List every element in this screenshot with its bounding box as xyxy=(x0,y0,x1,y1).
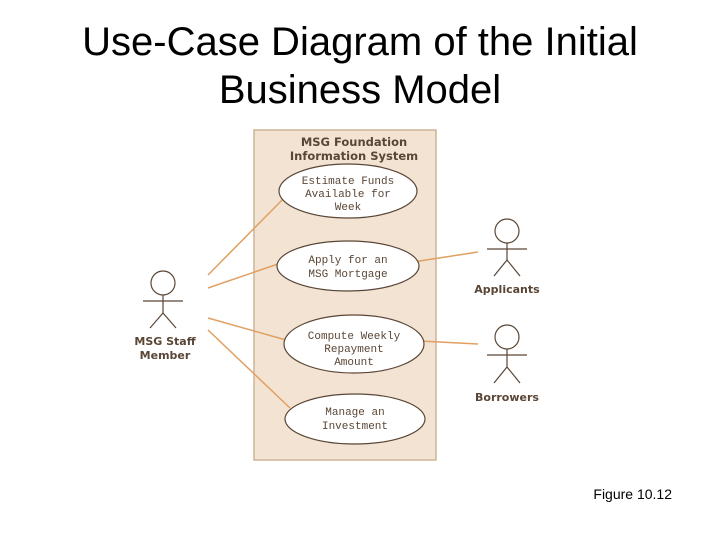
use-case-manage-investment: Manage an Investment xyxy=(284,393,426,445)
use-case-apply-mortgage-line-2: MSG Mortgage xyxy=(308,269,387,281)
use-case-compute-repayment-line-2: Repayment xyxy=(324,344,383,356)
use-case-estimate-funds: Estimate Funds Available for Week xyxy=(278,163,418,219)
actor-borrowers: Borrowers xyxy=(475,324,539,404)
use-case-estimate-funds-line-3: Week xyxy=(335,202,362,214)
actor-borrowers-label: Borrowers xyxy=(475,391,539,404)
actor-staff-member-label-line-1: MSG Staff xyxy=(134,335,195,348)
use-case-manage-investment-line-2: Investment xyxy=(322,421,388,433)
staff-member-stick-figure-icon xyxy=(143,270,183,329)
association-staff-estimate-funds xyxy=(207,193,289,276)
system-label-line-1: MSG Foundation xyxy=(301,135,407,149)
use-case-estimate-funds-line-2: Available for xyxy=(305,189,391,201)
use-case-estimate-funds-line-1: Estimate Funds xyxy=(302,176,394,188)
actor-staff-member-label-line-2: Member xyxy=(140,349,191,362)
applicants-stick-figure-icon xyxy=(487,218,527,277)
use-case-apply-mortgage-line-1: Apply for an xyxy=(308,255,387,267)
association-staff-apply-mortgage xyxy=(207,263,279,289)
actor-staff-member: MSG Staff Member xyxy=(134,270,196,362)
use-case-compute-repayment-line-3: Amount xyxy=(334,357,374,369)
use-case-apply-mortgage: Apply for an MSG Mortgage xyxy=(276,240,420,292)
actor-applicants: Applicants xyxy=(474,218,540,296)
figure-caption: Figure 10.12 xyxy=(593,486,672,502)
association-staff-manage-investment xyxy=(207,329,291,409)
slide-title-line-1: Use-Case Diagram of the Initial xyxy=(82,20,638,64)
actor-applicants-label: Applicants xyxy=(474,283,540,296)
use-case-compute-repayment: Compute Weekly Repayment Amount xyxy=(283,314,425,374)
system-label-line-2: Information System xyxy=(290,149,418,163)
slide-title-line-2: Business Model xyxy=(218,68,502,112)
use-case-compute-repayment-line-1: Compute Weekly xyxy=(308,331,401,343)
association-borrowers-compute-repayment xyxy=(419,340,479,345)
use-case-manage-investment-line-1: Manage an xyxy=(325,407,384,419)
association-staff-compute-repayment xyxy=(207,317,287,341)
borrowers-stick-figure-icon xyxy=(487,324,527,384)
slide-title: Use-Case Diagram of the Initial Business… xyxy=(0,18,720,114)
